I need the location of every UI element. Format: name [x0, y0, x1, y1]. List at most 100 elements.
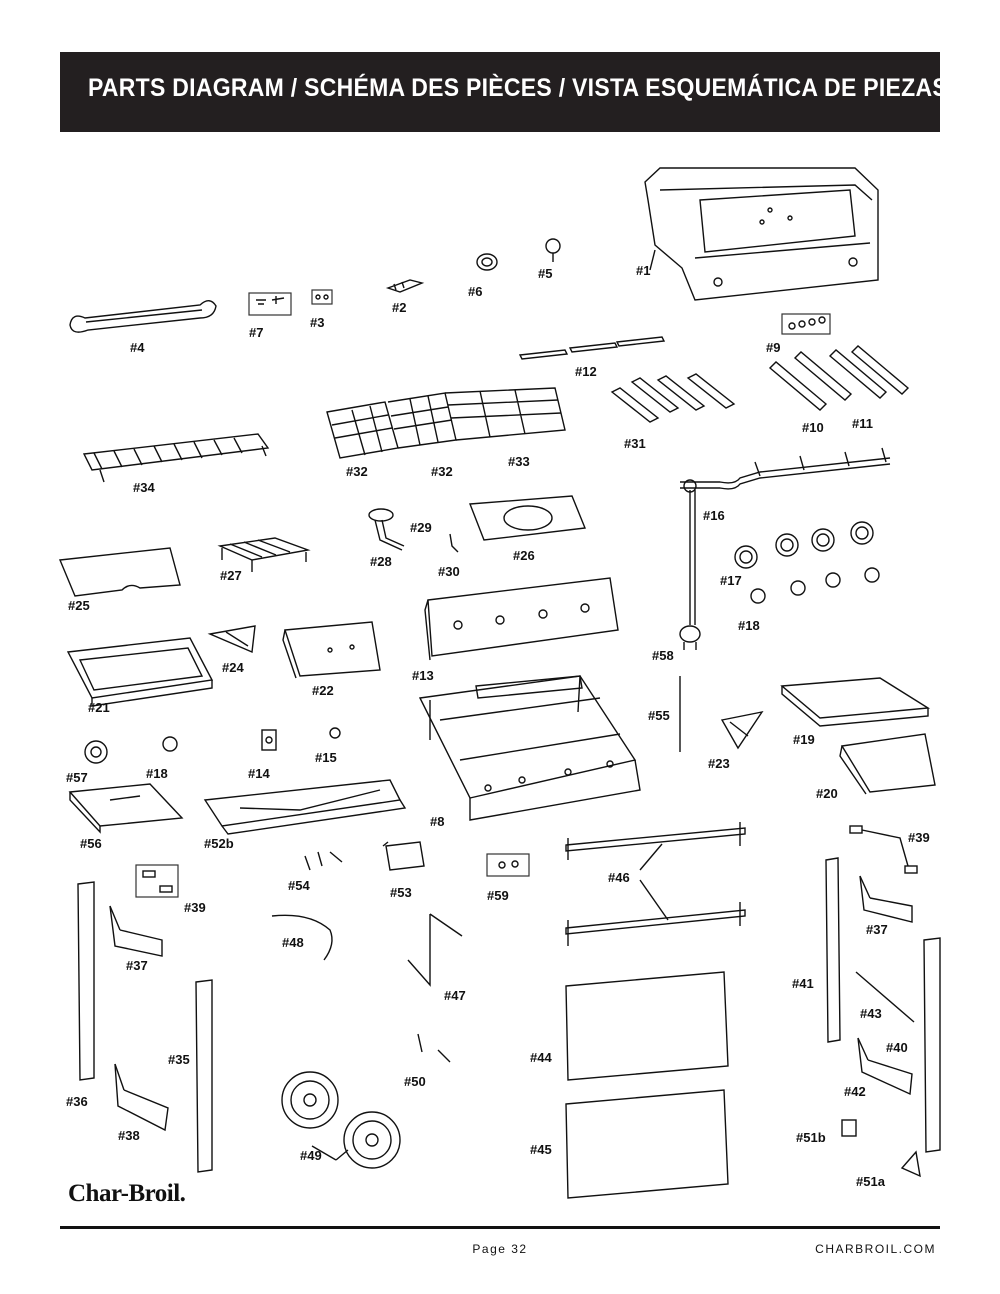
part-label: #6: [468, 284, 482, 299]
part-label: #9: [766, 340, 780, 355]
part-label: #15: [315, 750, 337, 765]
part-label: #34: [133, 480, 155, 495]
part-right-front-leg: [825, 857, 841, 1043]
part-rear-leg: [195, 979, 213, 1173]
part-label: #1: [636, 263, 650, 278]
part-side-shelf-top: [58, 547, 181, 597]
part-knob-inserts: [750, 567, 880, 604]
part-left-lower-bracket: [114, 1063, 169, 1132]
part-label: #20: [816, 786, 838, 801]
part-right-upper-bracket: [859, 875, 913, 923]
part-control-knobs: [734, 521, 874, 569]
part-label: #56: [80, 836, 102, 851]
part-side-panel: [282, 621, 381, 679]
part-label: #27: [220, 568, 242, 583]
part-heat-tents: [518, 336, 666, 360]
part-warming-rack: [82, 433, 270, 483]
part-bezel: [476, 253, 498, 271]
part-label: #26: [513, 548, 535, 563]
part-label: #38: [118, 1128, 140, 1143]
part-burners: [768, 345, 910, 411]
part-label: #22: [312, 683, 334, 698]
part-left-front-leg: [77, 881, 95, 1081]
part-right-lower-bracket: [857, 1037, 913, 1096]
part-box: [781, 313, 831, 335]
part-label: #24: [222, 660, 244, 675]
part-label: #41: [792, 976, 814, 991]
part-label: #8: [430, 814, 444, 829]
part-shelf-bracket-right: [720, 710, 764, 750]
part-side-burner-knob: [84, 740, 108, 764]
part-side-grate: [217, 537, 311, 572]
part-label: #59: [487, 888, 509, 903]
part-label: #7: [249, 325, 263, 340]
part-caster-clip: [849, 825, 918, 874]
part-label: #42: [844, 1084, 866, 1099]
part-label: #18: [146, 766, 168, 781]
part-label: #55: [648, 708, 670, 723]
part-box: [486, 853, 530, 877]
part-label: #5: [538, 266, 552, 281]
part-box: [248, 292, 292, 316]
part-igniter-module: [261, 729, 277, 751]
part-label: #51a: [856, 1174, 886, 1189]
part-right-rear-leg: [923, 937, 941, 1153]
part-label: #45: [530, 1142, 552, 1157]
part-label: #18: [738, 618, 760, 633]
part-lid-handle: [69, 300, 217, 333]
part-label: #37: [126, 958, 148, 973]
footer-divider: [60, 1226, 940, 1229]
part-lid: [644, 167, 879, 301]
part-tank-holder: [407, 913, 463, 987]
part-label: #53: [390, 885, 412, 900]
part-label: #13: [412, 668, 434, 683]
part-label: #28: [370, 554, 392, 569]
part-shelf-bracket: [207, 625, 256, 654]
part-box: [311, 289, 333, 305]
part-flame-tamers: [610, 373, 736, 423]
part-label: #39: [184, 900, 206, 915]
part-igniter: [679, 625, 701, 650]
part-side-shelf-panel: [839, 733, 936, 795]
page-number: Page 32: [472, 1242, 528, 1256]
part-box: [135, 864, 179, 898]
part-label: #30: [438, 564, 460, 579]
part-label: #12: [575, 364, 597, 379]
part-small-bracket: [385, 279, 425, 293]
part-thermometer: [545, 238, 561, 262]
part-label: #19: [793, 732, 815, 747]
page-title: PARTS DIAGRAM / SCHÉMA DES PIÈCES / VIST…: [88, 74, 948, 102]
part-label: #33: [508, 454, 530, 469]
part-label: #23: [708, 756, 730, 771]
part-right-side-shelf: [780, 677, 931, 727]
part-label: #44: [530, 1050, 552, 1065]
part-label: #32: [431, 464, 453, 479]
brand-logo: Char-Broil.: [68, 1180, 186, 1207]
part-label: #16: [703, 508, 725, 523]
part-label: #3: [310, 315, 324, 330]
part-label: #17: [720, 573, 742, 588]
part-label: #52b: [204, 836, 234, 851]
part-label: #40: [886, 1040, 908, 1055]
part-firebox: [418, 675, 641, 821]
part-side-burner: [368, 508, 405, 551]
part-label: #46: [608, 870, 630, 885]
part-manifold: [680, 447, 891, 625]
part-label: #51b: [796, 1130, 826, 1145]
part-label: #39: [908, 830, 930, 845]
part-label: #36: [66, 1094, 88, 1109]
part-label: #35: [168, 1052, 190, 1067]
part-control-panel: [424, 577, 619, 661]
part-side-heat-shield: [68, 783, 184, 834]
part-side-burner-bowl: [469, 495, 586, 541]
part-wheels: [281, 1071, 401, 1169]
part-cooking-grates: [326, 387, 566, 459]
part-label: #11: [852, 416, 873, 431]
part-doors: [565, 971, 729, 1199]
part-label: #14: [248, 766, 270, 781]
part-label: #2: [392, 300, 406, 315]
header-bar: PARTS DIAGRAM / SCHÉMA DES PIÈCES / VIST…: [60, 52, 948, 132]
part-label: #25: [68, 598, 90, 613]
part-label: #21: [88, 700, 110, 715]
